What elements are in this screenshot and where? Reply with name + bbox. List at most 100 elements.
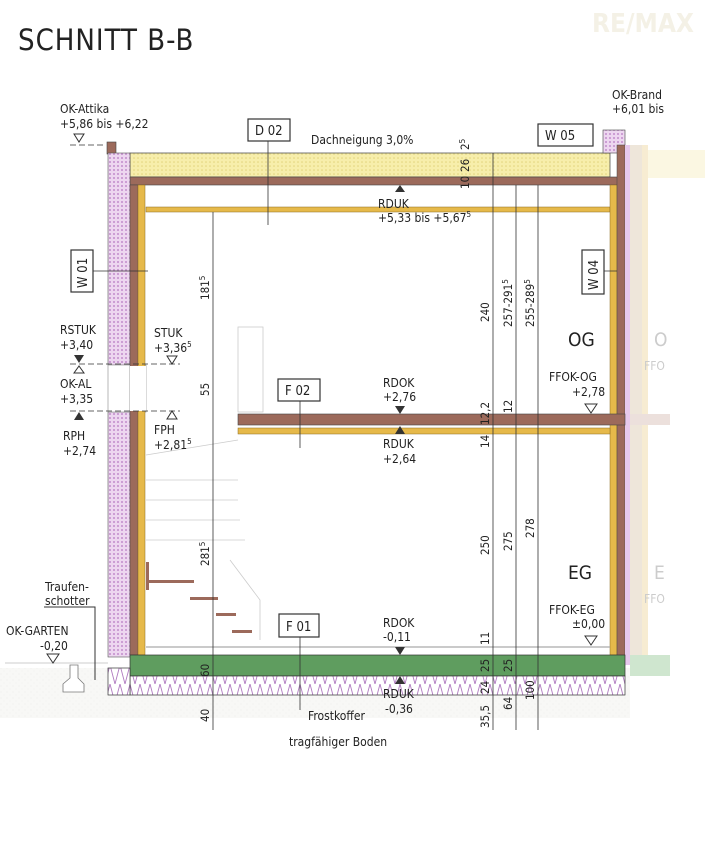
tag-w05: W 05 — [537, 123, 594, 147]
ok-attika-value: +5,86 bis +6,22 — [60, 117, 149, 131]
rduk-og-value: +2,64 — [383, 452, 416, 466]
frost-insulation — [129, 675, 626, 696]
tag-w01: W 01 — [70, 249, 94, 293]
svg-text:F 02: F 02 — [285, 384, 310, 399]
neighbor-floor — [630, 414, 670, 425]
svg-text:40: 40 — [198, 709, 212, 722]
right-wall-insulation — [625, 145, 630, 665]
svg-text:14: 14 — [478, 435, 492, 448]
rdok-eg-value: -0,11 — [383, 630, 411, 644]
ok-brand-value: +6,01 bis — [612, 102, 664, 116]
rduk-top-value: +5,33 bis +5,675 — [378, 210, 471, 225]
level-marker-filled — [395, 676, 405, 684]
drawing-title: SCHNITT B-B — [18, 23, 194, 57]
svg-text:250: 250 — [478, 535, 492, 555]
roof-insulation — [129, 152, 611, 178]
svg-text:11: 11 — [478, 632, 492, 645]
ffok-og-value: +2,78 — [572, 385, 605, 399]
level-marker-open — [166, 410, 178, 420]
svg-text:257-2915: 257-2915 — [501, 279, 515, 327]
svg-text:12: 12 — [501, 400, 515, 413]
svg-text:D 02: D 02 — [255, 124, 283, 139]
room-og: OG — [568, 329, 595, 351]
level-marker-filled — [74, 412, 84, 420]
staircase — [145, 326, 264, 640]
level-marker-open — [46, 653, 60, 664]
ok-garten-label: OK-GARTEN — [6, 624, 69, 638]
remax-watermark: RE/MAX — [592, 9, 694, 39]
tag-d02: D 02 — [247, 118, 291, 142]
svg-text:W 01: W 01 — [76, 258, 91, 288]
roof-slab — [129, 176, 619, 186]
level-marker-filled — [395, 426, 405, 434]
fph-label: FPH — [154, 423, 175, 437]
svg-text:275: 275 — [501, 531, 515, 551]
gutter-gravel-bracket — [44, 606, 96, 680]
subsoil-label: tragfähiger Boden — [289, 735, 387, 749]
edge-stone — [62, 664, 85, 693]
level-marker-open — [73, 133, 85, 143]
ffok-og-label: FFOK-OG — [549, 370, 597, 384]
ok-brand-label: OK-Brand — [612, 88, 662, 102]
rdok-eg-label: RDOK — [383, 616, 415, 630]
tag-f02: F 02 — [277, 378, 321, 402]
svg-text:26: 26 — [458, 159, 472, 172]
attika-left — [106, 141, 117, 155]
level-marker-open — [584, 635, 598, 646]
rstuk-label: RSTUK — [60, 323, 97, 337]
right-wall-timber — [616, 144, 626, 666]
gutter-gravel-label-2: schotter — [45, 594, 90, 608]
level-marker-open — [166, 355, 178, 365]
rduk-top-label: RDUK — [378, 197, 410, 211]
ffo-neighbor-eg: FFO — [644, 592, 665, 606]
neighbor-slab — [630, 655, 670, 676]
svg-text:55: 55 — [198, 383, 212, 396]
svg-text:100: 100 — [523, 680, 537, 700]
svg-text:278: 278 — [523, 518, 537, 538]
left-wall-batten — [137, 184, 146, 656]
level-marker-open — [584, 403, 598, 414]
ok-al-label: OK-AL — [60, 377, 91, 391]
window-gap-mask — [130, 366, 146, 411]
rdok-og-value: +2,76 — [383, 390, 416, 404]
level-marker-filled — [395, 185, 405, 192]
dimension-texts: 1815 55 2815 60 40 25 26 10 240 12,2 14 … — [198, 139, 537, 728]
stair-treads — [146, 562, 252, 633]
level-marker-filled — [395, 406, 405, 414]
room-og-neighbor: O — [654, 329, 667, 351]
plinth-insulation — [107, 667, 131, 696]
ok-garten-value: -0,20 — [40, 639, 68, 653]
rph-label: RPH — [63, 429, 85, 443]
rph-value: +2,74 — [63, 444, 96, 458]
stuk-label: STUK — [154, 326, 183, 340]
rduk-og-label: RDUK — [383, 437, 415, 451]
svg-text:64: 64 — [501, 697, 515, 710]
fph-value: +2,815 — [154, 437, 192, 452]
svg-text:2815: 2815 — [198, 542, 212, 566]
svg-text:25: 25 — [458, 139, 472, 150]
svg-text:10: 10 — [458, 176, 472, 189]
svg-text:35,5: 35,5 — [478, 705, 492, 728]
room-eg-neighbor: E — [654, 562, 665, 584]
rdok-og-label: RDOK — [383, 376, 415, 390]
svg-text:255-2895: 255-2895 — [523, 279, 537, 327]
eg-ceiling-batten — [237, 427, 611, 435]
svg-text:24: 24 — [478, 681, 492, 694]
rduk-eg-label: RDUK — [383, 687, 415, 701]
ffok-eg-value: ±0,00 — [572, 617, 605, 631]
neighbor-roof — [648, 150, 705, 178]
room-eg: EG — [568, 562, 592, 584]
level-marker-filled — [395, 647, 405, 655]
stuk-value: +3,365 — [154, 340, 192, 355]
left-wall-timber — [129, 184, 139, 656]
tag-w04: W 04 — [581, 249, 605, 295]
level-marker-filled — [74, 355, 84, 363]
og-floor-slab — [237, 413, 626, 426]
frost-layer-label: Frostkoffer — [308, 709, 365, 723]
neighbor-wall — [630, 145, 642, 665]
svg-text:240: 240 — [478, 302, 492, 322]
roof-slope: Dachneigung 3,0% — [311, 133, 413, 147]
svg-text:1815: 1815 — [198, 276, 212, 300]
left-wall-insulation-lower — [107, 411, 131, 658]
